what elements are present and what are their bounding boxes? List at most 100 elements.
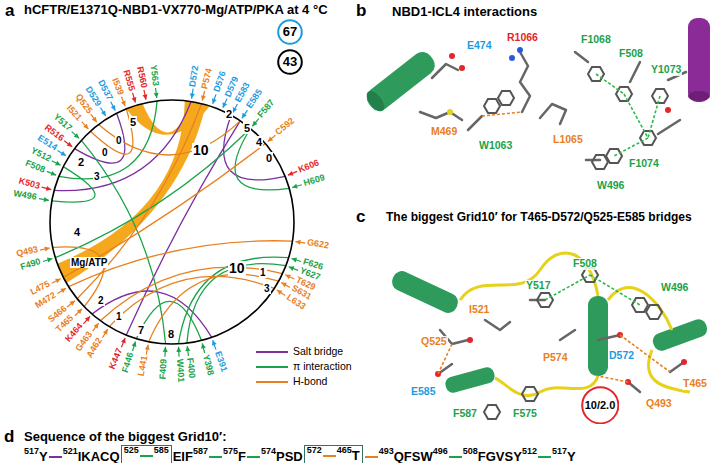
arrow-head bbox=[69, 301, 74, 306]
residue-number: 572 bbox=[307, 446, 322, 456]
side-chain bbox=[658, 120, 680, 134]
arrow-head bbox=[176, 347, 181, 352]
residue-label: P574 bbox=[542, 352, 569, 364]
arrow-head bbox=[67, 142, 72, 147]
helix-cylinder bbox=[363, 48, 439, 115]
sequence-residue: IKACQ bbox=[78, 450, 120, 463]
residue-number: 517 bbox=[552, 447, 567, 457]
side-chain bbox=[485, 320, 510, 330]
residue-label: M469 bbox=[430, 126, 458, 138]
side-chain bbox=[575, 52, 588, 62]
circled-number: 10/2.0 bbox=[581, 386, 620, 425]
interaction-chord bbox=[100, 267, 282, 321]
panel-letter: a bbox=[5, 2, 14, 21]
circle-outline bbox=[278, 20, 302, 44]
atom bbox=[517, 47, 523, 53]
atom bbox=[509, 55, 515, 61]
residue-label: D572 bbox=[189, 65, 202, 88]
arrow-head bbox=[111, 105, 115, 111]
side-chain bbox=[432, 64, 458, 78]
residue-label: R560 bbox=[134, 66, 148, 89]
loop-ribbon bbox=[460, 253, 690, 396]
residue-label: F587 bbox=[452, 408, 478, 420]
circle-outline bbox=[582, 387, 618, 423]
residue-number: 496 bbox=[433, 447, 448, 457]
interaction-chord bbox=[77, 104, 201, 299]
atom bbox=[449, 53, 455, 59]
interaction-dash bbox=[614, 138, 648, 156]
arrow-head bbox=[289, 266, 295, 271]
arrow-head bbox=[212, 98, 217, 104]
sequence-residue: T bbox=[352, 449, 360, 463]
residue-label: F1074 bbox=[628, 158, 660, 170]
arrow-head bbox=[51, 171, 57, 176]
residue-arrow bbox=[277, 290, 285, 295]
side-chain bbox=[560, 330, 575, 340]
residue-arrow bbox=[52, 161, 61, 166]
residue-label: W401 bbox=[174, 358, 185, 382]
residue-arrow bbox=[91, 114, 97, 122]
circled-number: 67 bbox=[277, 19, 303, 45]
count-number: 1 bbox=[115, 311, 123, 322]
icl4-helix bbox=[688, 18, 710, 102]
arrow-head bbox=[55, 279, 61, 283]
arrow-head bbox=[292, 184, 297, 189]
residue-label: Y1073 bbox=[650, 64, 682, 76]
count-number: 2 bbox=[77, 156, 85, 168]
residue-arrow bbox=[100, 108, 105, 116]
residue-label: W1063 bbox=[478, 140, 513, 152]
aromatic-ring bbox=[522, 387, 538, 401]
interaction-chord bbox=[69, 241, 293, 287]
residue-label: F409 bbox=[158, 358, 169, 379]
node-label: 67 bbox=[283, 25, 297, 39]
circle-outline bbox=[278, 50, 302, 74]
residue-arrow bbox=[52, 279, 61, 284]
residue-label: L1065 bbox=[552, 134, 584, 146]
residue-label: F508 bbox=[572, 258, 598, 270]
residue-arrow bbox=[288, 171, 297, 175]
residue-label: W496 bbox=[13, 189, 38, 203]
arrow-head bbox=[44, 247, 49, 252]
arrow-head bbox=[92, 117, 97, 122]
residue-arrow bbox=[83, 316, 90, 324]
count-number: 8 bbox=[167, 328, 175, 340]
arrow-head bbox=[277, 290, 283, 295]
interaction-dash bbox=[598, 376, 628, 382]
arrow-head bbox=[268, 137, 273, 142]
residue-arrow bbox=[72, 132, 79, 139]
residue-number: 521 bbox=[63, 447, 78, 457]
residue-arrow bbox=[75, 309, 82, 316]
arrow-head bbox=[46, 186, 51, 191]
bond-line bbox=[49, 456, 62, 458]
interaction-dash bbox=[648, 96, 660, 138]
residue-label: Q525 bbox=[420, 336, 448, 348]
count-number: 4 bbox=[255, 136, 263, 148]
atom bbox=[447, 109, 453, 115]
panel-letter: d bbox=[4, 428, 14, 447]
helix-cylinder bbox=[588, 296, 608, 376]
residue-arrow bbox=[133, 93, 136, 103]
arrow-head bbox=[190, 93, 195, 98]
arrow-head bbox=[103, 329, 108, 335]
residue-label: K606 bbox=[297, 158, 321, 175]
arrow-head bbox=[60, 288, 66, 293]
arrow-head bbox=[201, 95, 206, 100]
residue-label: R1066 bbox=[506, 32, 539, 44]
arrow-head bbox=[132, 97, 137, 103]
atom bbox=[681, 359, 687, 365]
arrow-head bbox=[143, 94, 148, 99]
count-number: 10 bbox=[192, 143, 210, 158]
helix-cylinder bbox=[651, 317, 710, 353]
count-number: 0 bbox=[115, 135, 123, 146]
interaction-chord bbox=[54, 102, 191, 191]
bond-line bbox=[449, 456, 462, 458]
interaction-dash bbox=[438, 344, 452, 374]
arrow-head bbox=[281, 283, 287, 288]
arrow-head bbox=[101, 110, 106, 116]
residue-arrow bbox=[47, 171, 56, 175]
interaction-chord bbox=[52, 167, 95, 202]
arrow-head bbox=[74, 133, 79, 138]
node-label: 43 bbox=[283, 55, 297, 69]
residue-label: C592 bbox=[274, 116, 297, 137]
residue-label: F400 bbox=[184, 357, 196, 379]
